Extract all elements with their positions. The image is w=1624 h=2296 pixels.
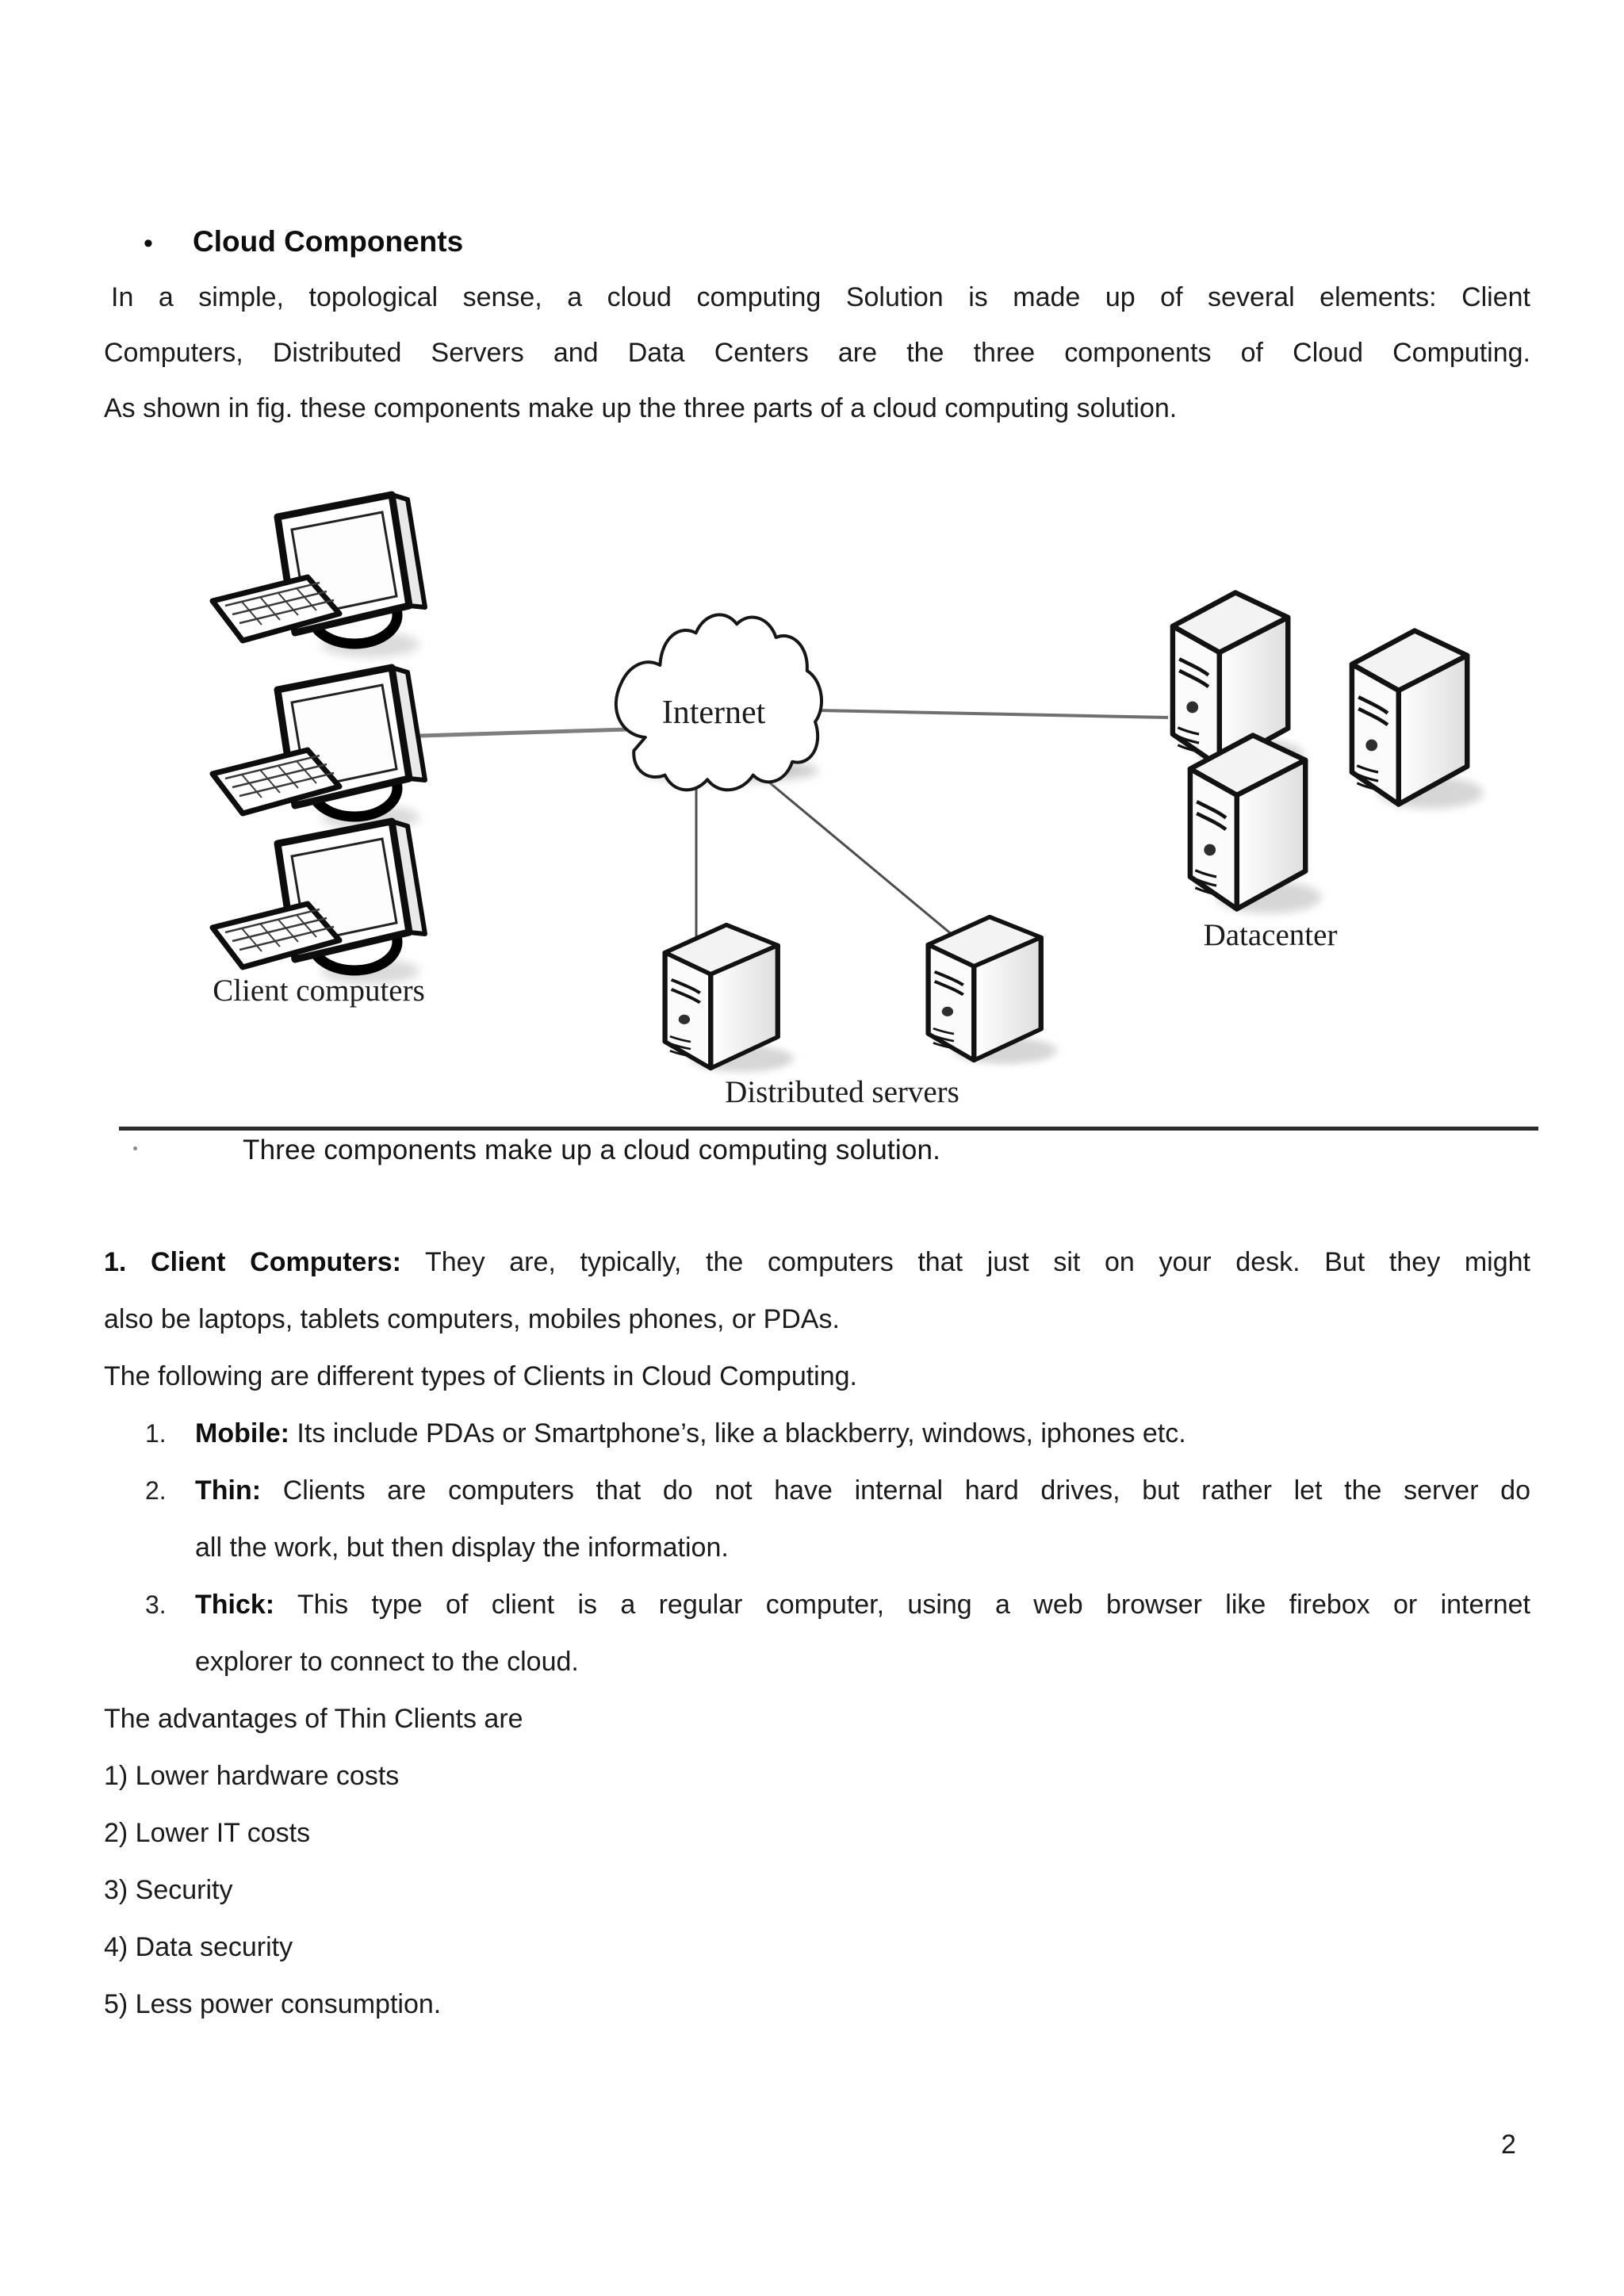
type-term: Thick: bbox=[195, 1590, 275, 1620]
client-computer-icon-1 bbox=[213, 495, 425, 657]
client-type-item-thin-cont: all the work, but then display the infor… bbox=[195, 1533, 729, 1563]
list-marker: 1. bbox=[145, 1419, 167, 1448]
client-type-item-thick-cont: explorer to connect to the cloud. bbox=[195, 1647, 579, 1677]
datacenter-label: Datacenter bbox=[1204, 918, 1338, 952]
intro-line: Computers, Distributed Servers and Data … bbox=[104, 338, 1530, 368]
advantage-item: 4) Data security bbox=[104, 1932, 293, 1962]
client-computers-paragraph-line: 1. Client Computers: They are, typically… bbox=[104, 1247, 1530, 1277]
client-type-item-thin: 2.Thin: Clients are computers that do no… bbox=[145, 1463, 1530, 1518]
following-types-line: The following are different types of Cli… bbox=[104, 1361, 857, 1391]
intro-line: In a simple, topological sense, a cloud … bbox=[111, 282, 1530, 312]
internet-cloud-icon bbox=[616, 614, 822, 790]
client-computer-icon-2 bbox=[213, 668, 425, 830]
figure-divider bbox=[119, 1127, 1538, 1131]
advantage-item: 3) Security bbox=[104, 1875, 233, 1905]
list-marker: 2. bbox=[145, 1476, 167, 1505]
stray-mark bbox=[133, 1146, 137, 1150]
list-marker: 3. bbox=[145, 1590, 167, 1619]
type-term: Thin: bbox=[195, 1475, 262, 1506]
datacenter-server-icon-3 bbox=[1190, 736, 1322, 913]
client-computers-label: Client computers bbox=[213, 974, 425, 1008]
connector-client-internet bbox=[419, 727, 629, 738]
connector-internet-server2 bbox=[749, 764, 978, 957]
intro-line: As shown in fig. these components make u… bbox=[104, 393, 1178, 423]
advantage-item: 1) Lower hardware costs bbox=[104, 1761, 400, 1791]
client-computers-term: 1. Client Computers: bbox=[104, 1247, 401, 1277]
client-type-item-thick: 3.Thick: This type of client is a regula… bbox=[145, 1577, 1530, 1632]
page-number: 2 bbox=[1501, 2130, 1516, 2160]
advantage-item: 5) Less power consumption. bbox=[104, 1989, 442, 2019]
datacenter-server-icon-2 bbox=[1352, 631, 1484, 809]
bullet-icon: • bbox=[144, 228, 153, 258]
client-computers-paragraph-line: also be laptops, tablets computers, mobi… bbox=[104, 1304, 840, 1334]
figure-caption: Three components make up a cloud computi… bbox=[243, 1135, 941, 1165]
advantage-item: 2) Lower IT costs bbox=[104, 1818, 311, 1848]
distributed-servers-label: Distributed servers bbox=[725, 1075, 959, 1109]
advantages-title: The advantages of Thin Clients are bbox=[104, 1704, 523, 1734]
client-computer-icon-3 bbox=[213, 821, 425, 984]
distributed-server-icon-1 bbox=[665, 925, 794, 1072]
distributed-server-icon-2 bbox=[929, 917, 1057, 1064]
internet-label: Internet bbox=[662, 695, 766, 731]
type-term: Mobile: bbox=[195, 1418, 289, 1448]
client-type-item-mobile: 1.Mobile: Its include PDAs or Smartphone… bbox=[145, 1406, 1530, 1461]
section-heading: Cloud Components bbox=[193, 225, 464, 258]
cloud-components-diagram: Internet Client computers Datacenter Dis… bbox=[0, 476, 1624, 1109]
connector-internet-datacenter bbox=[818, 709, 1169, 719]
